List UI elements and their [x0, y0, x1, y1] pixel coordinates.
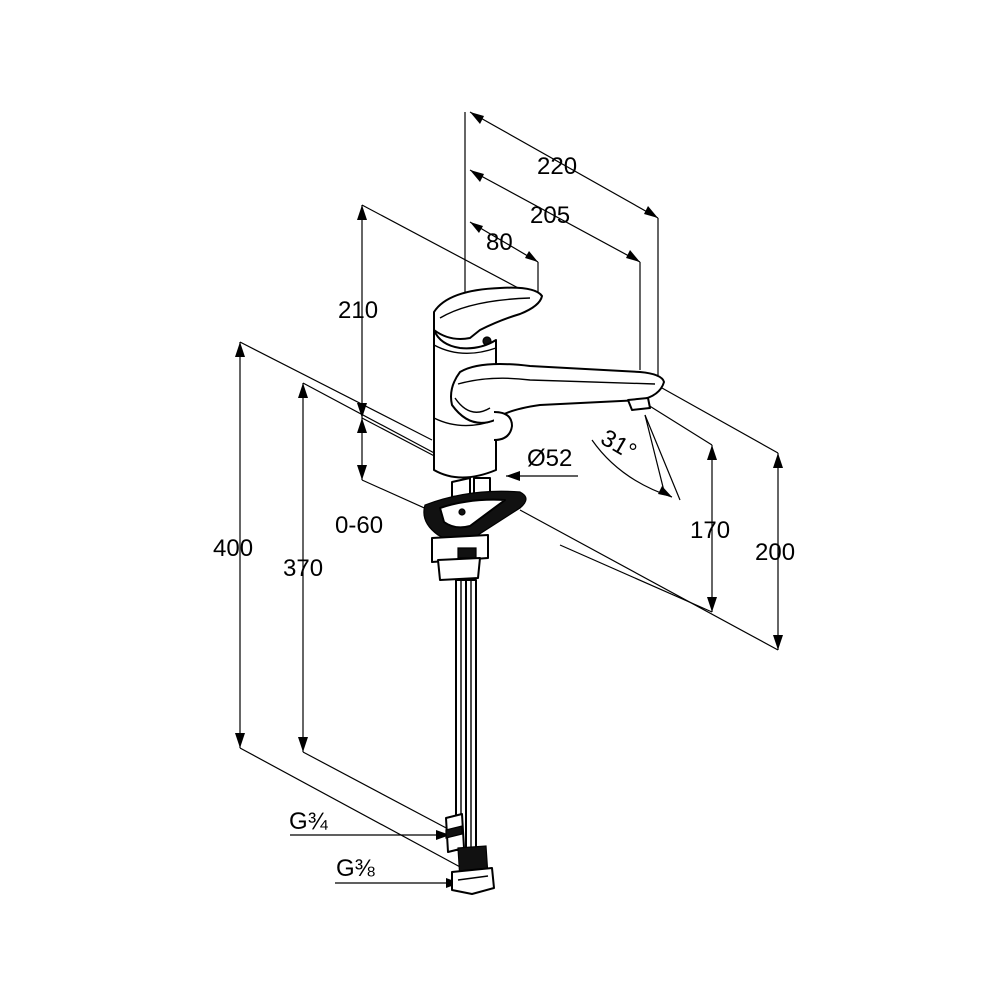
dim-210-label: 210: [338, 297, 378, 324]
dim-diameter-label: Ø52: [527, 445, 572, 472]
supply-hoses: [445, 579, 495, 895]
dim-0-60-label: 0-60: [335, 512, 383, 539]
dim-170-label: 170: [690, 517, 730, 544]
thread-g34-label: G¾: [289, 808, 329, 835]
thread-g38-label: G⅜: [336, 855, 376, 882]
dim-400-label: 400: [213, 535, 253, 562]
dim-angle-label: 31°: [596, 424, 641, 466]
faucet: [433, 286, 665, 479]
dim-200-label: 200: [755, 539, 795, 566]
dim-205-label: 205: [530, 202, 570, 229]
deck-mount: [423, 477, 527, 581]
arrowheads: [235, 112, 783, 888]
dim-370-label: 370: [283, 555, 323, 582]
dim-80-label: 80: [486, 229, 513, 256]
dim-220-label: 220: [537, 153, 577, 180]
